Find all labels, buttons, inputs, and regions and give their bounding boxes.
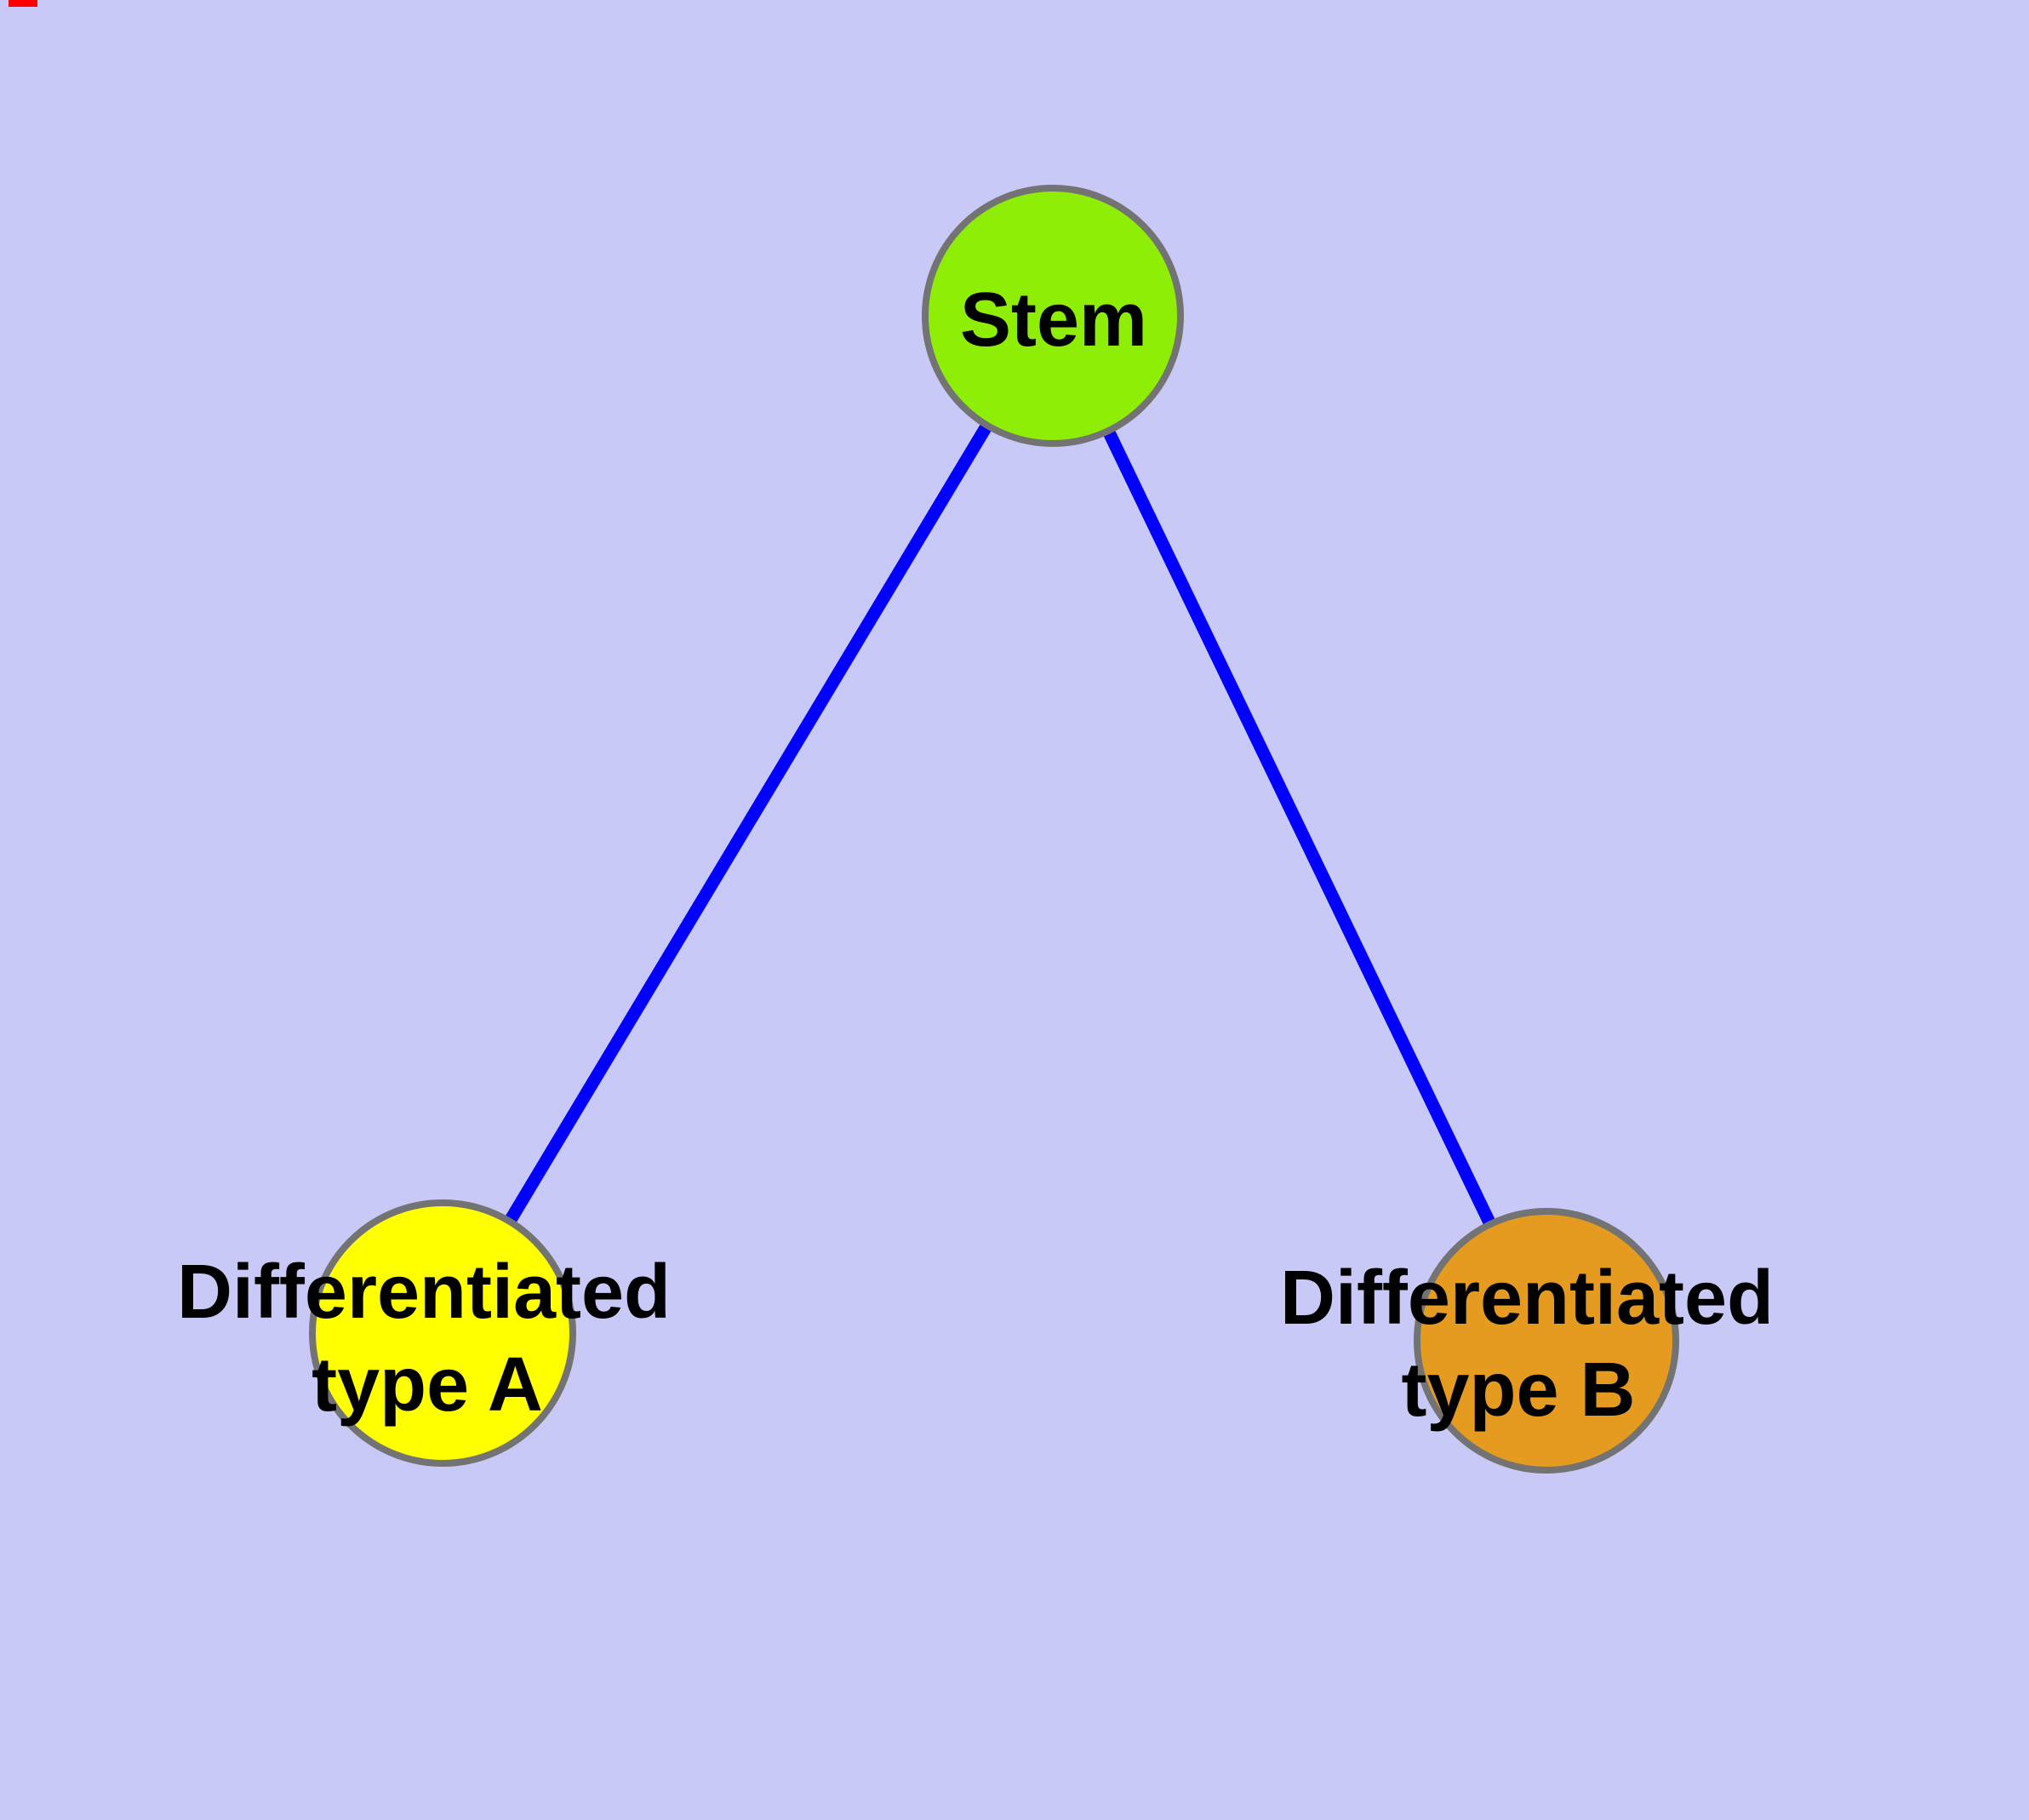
edge-stem-to-type-b <box>1047 312 1552 1344</box>
node-differentiated-type-b <box>1414 1208 1679 1474</box>
node-stem <box>922 185 1184 447</box>
node-label-type-a-line1: Differentiated <box>177 1250 671 1335</box>
node-label-type-a-line2: type A <box>311 1342 543 1428</box>
top-edge-red-artifact <box>9 0 37 7</box>
node-differentiated-type-a <box>309 1199 576 1467</box>
node-label-type-b-line1: Differentiated <box>1280 1256 1774 1341</box>
node-label-stem: Stem <box>960 278 1147 363</box>
edge-stem-to-type-a <box>437 312 1059 1336</box>
node-label-type-b-line2: type B <box>1401 1348 1635 1433</box>
